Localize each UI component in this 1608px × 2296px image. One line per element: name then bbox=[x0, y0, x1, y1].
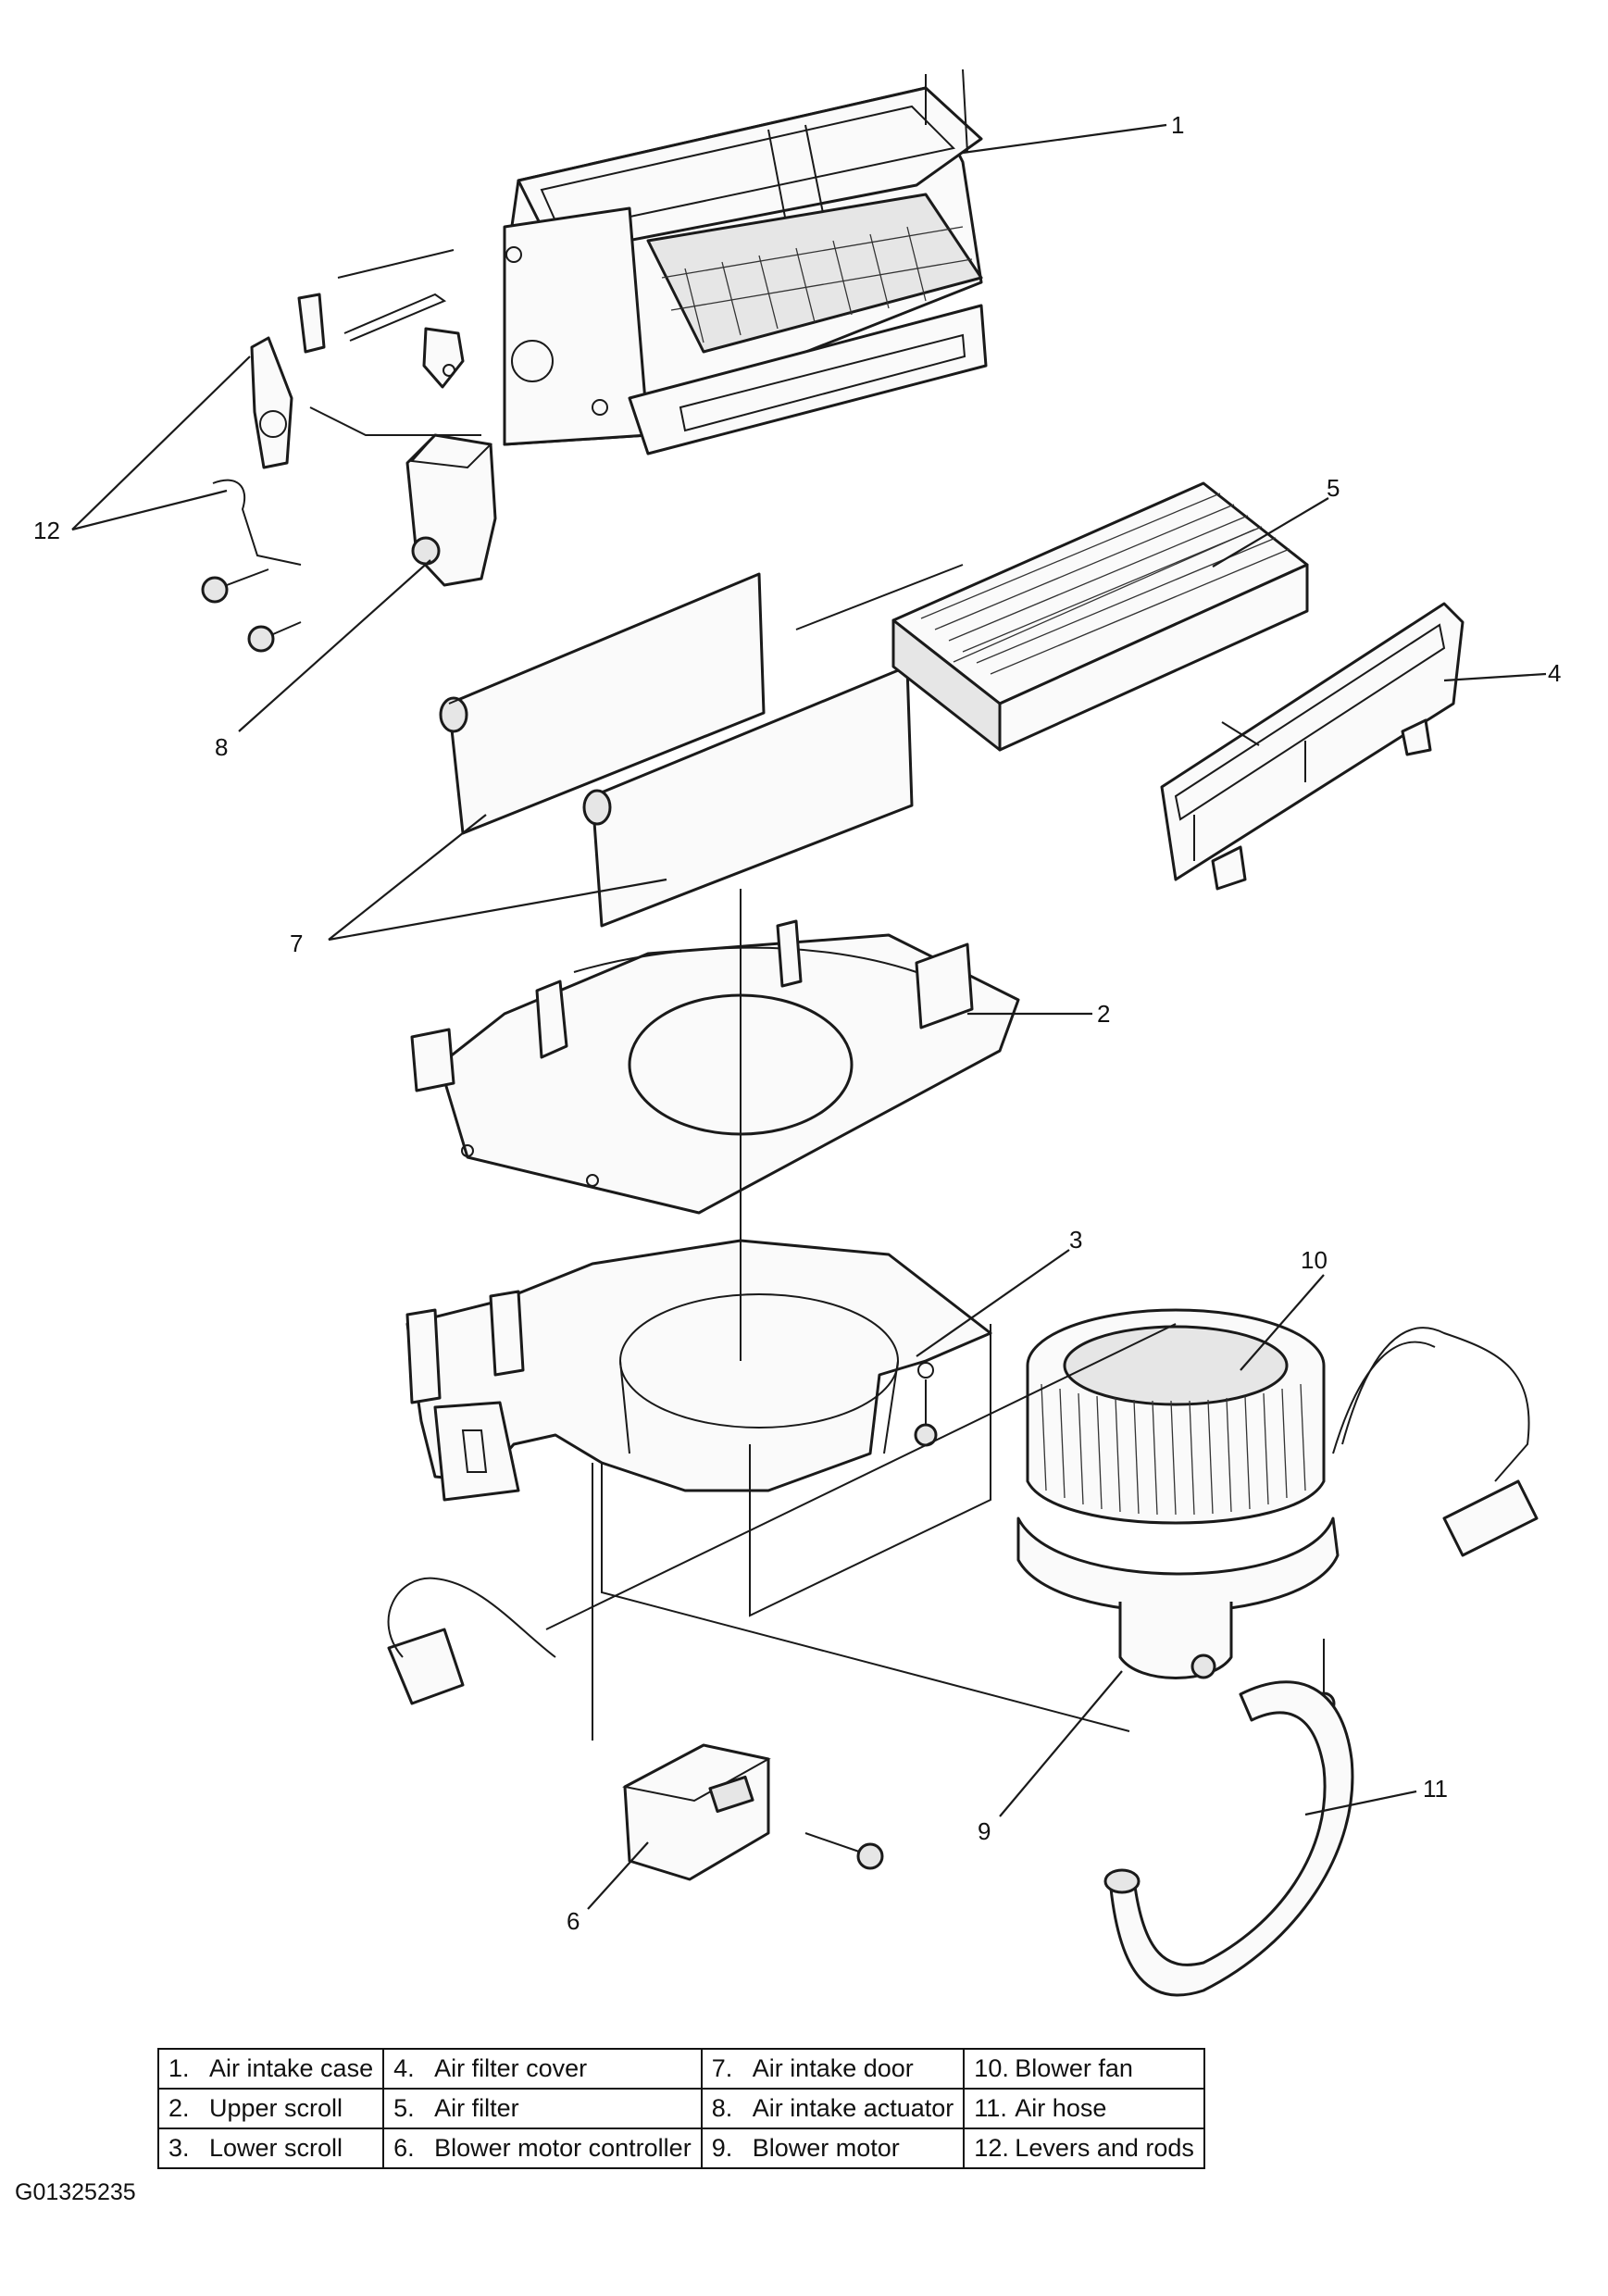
callout-4: 4 bbox=[1443, 659, 1561, 687]
callout-label: 10 bbox=[1301, 1246, 1328, 1274]
legend-number: 12. bbox=[974, 2134, 1009, 2162]
callout-label: 9 bbox=[978, 1817, 991, 1845]
legend-part-name: Air filter cover bbox=[434, 2054, 588, 2082]
legend-part-name: Levers and rods bbox=[1015, 2134, 1194, 2162]
legend-row: 2. Upper scroll 5. Air filter 8. Air intake… bbox=[156, 2088, 1205, 2129]
callout-label: 1 bbox=[1171, 111, 1184, 139]
legend-cell: 8. Air intake actuator bbox=[700, 2088, 966, 2129]
air-intake-door bbox=[439, 572, 914, 928]
legend-number: 9. bbox=[711, 2134, 733, 2162]
air-filter-cover bbox=[1160, 602, 1465, 891]
legend-cell: 10.Blower fan bbox=[963, 2048, 1205, 2090]
exploded-parts-diagram: 1 2 3 4 5 6 7 8 9 10 11 1 bbox=[33, 69, 1561, 1997]
callout-label: 6 bbox=[567, 1907, 580, 1935]
callout-3: 3 bbox=[916, 1226, 1082, 1357]
callout-9: 9 bbox=[978, 1670, 1123, 1845]
legend-number: 11. bbox=[974, 2094, 1007, 2122]
assembly-lines bbox=[545, 564, 1260, 1741]
screw-icon bbox=[201, 568, 302, 653]
figure-id: G01325235 bbox=[15, 2179, 136, 2205]
legend-number: 8. bbox=[711, 2094, 733, 2122]
legend-part-name: Blower motor bbox=[752, 2134, 900, 2162]
parts-legend-table: 1. Air intake case 4. Air filter cover 7. A… bbox=[156, 2048, 1205, 2169]
legend-part-name: Air intake door bbox=[752, 2054, 914, 2082]
blower-motor-controller bbox=[622, 1743, 771, 1881]
legend-part-name: Blower fan bbox=[1015, 2054, 1133, 2082]
screw-icon bbox=[804, 1832, 884, 1870]
screw-icon bbox=[914, 1379, 938, 1447]
callout-1: 1 bbox=[962, 111, 1184, 155]
legend-part-name: Blower motor controller bbox=[434, 2134, 692, 2162]
legend-cell: 6. Blower motor controller bbox=[382, 2128, 703, 2169]
legend-part-name: Air intake case bbox=[209, 2054, 374, 2082]
callout-label: 12 bbox=[33, 517, 60, 544]
callout-label: 7 bbox=[290, 930, 303, 957]
callout-label: 11 bbox=[1423, 1775, 1448, 1803]
legend-part-name: Air hose bbox=[1015, 2094, 1107, 2122]
callout-5: 5 bbox=[1212, 474, 1340, 568]
air-intake-case bbox=[503, 69, 988, 455]
blower-fan bbox=[1026, 1308, 1326, 1525]
callout-2: 2 bbox=[967, 1000, 1110, 1028]
legend-cell: 4. Air filter cover bbox=[382, 2048, 703, 2090]
legend-number: 1. bbox=[168, 2054, 190, 2082]
callout-7: 7 bbox=[290, 814, 667, 957]
legend-part-name: Lower scroll bbox=[209, 2134, 343, 2162]
legend-cell: 7. Air intake door bbox=[700, 2048, 966, 2090]
legend-part-name: Air filter bbox=[434, 2094, 519, 2122]
legend-cell: 9. Blower motor bbox=[700, 2128, 966, 2169]
legend-row: 1. Air intake case 4. Air filter cover 7. A… bbox=[156, 2048, 1205, 2090]
callout-12: 12 bbox=[33, 356, 251, 544]
legend-number: 4. bbox=[393, 2054, 415, 2082]
connector-icon bbox=[387, 1327, 1539, 1705]
callout-8: 8 bbox=[215, 559, 431, 761]
callout-11: 11 bbox=[1304, 1775, 1448, 1816]
legend-row: 3. Lower scroll 6. Blower motor controller… bbox=[156, 2128, 1205, 2169]
legend-part-name: Upper scroll bbox=[209, 2094, 343, 2122]
air-intake-actuator bbox=[405, 433, 497, 587]
legend-number: 7. bbox=[711, 2054, 733, 2082]
callout-6: 6 bbox=[567, 1841, 649, 1935]
legend-cell: 11. Air hose bbox=[963, 2088, 1205, 2129]
legend-number: 2. bbox=[168, 2094, 190, 2122]
lower-scroll bbox=[405, 1239, 992, 1502]
callout-10: 10 bbox=[1240, 1246, 1328, 1371]
legend-part-name: Air intake actuator bbox=[752, 2094, 954, 2122]
legend-cell: 1. Air intake case bbox=[156, 2048, 385, 2090]
air-filter bbox=[891, 481, 1309, 752]
callout-label: 4 bbox=[1548, 659, 1561, 687]
legend-cell: 12.Levers and rods bbox=[963, 2128, 1205, 2169]
upper-scroll bbox=[410, 919, 1020, 1215]
legend-number: 5. bbox=[393, 2094, 415, 2122]
air-hose bbox=[1103, 1680, 1354, 1997]
legend-cell: 2. Upper scroll bbox=[156, 2088, 385, 2129]
legend-number: 3. bbox=[168, 2134, 190, 2162]
legend-number: 10. bbox=[974, 2054, 1009, 2082]
callout-label: 2 bbox=[1097, 1000, 1110, 1028]
callout-label: 3 bbox=[1069, 1226, 1082, 1254]
legend-cell: 3. Lower scroll bbox=[156, 2128, 385, 2169]
callout-label: 8 bbox=[215, 733, 228, 761]
legend-cell: 5. Air filter bbox=[382, 2088, 703, 2129]
callout-label: 5 bbox=[1327, 474, 1340, 502]
blower-motor bbox=[1016, 1516, 1340, 1679]
legend-number: 6. bbox=[393, 2134, 415, 2162]
